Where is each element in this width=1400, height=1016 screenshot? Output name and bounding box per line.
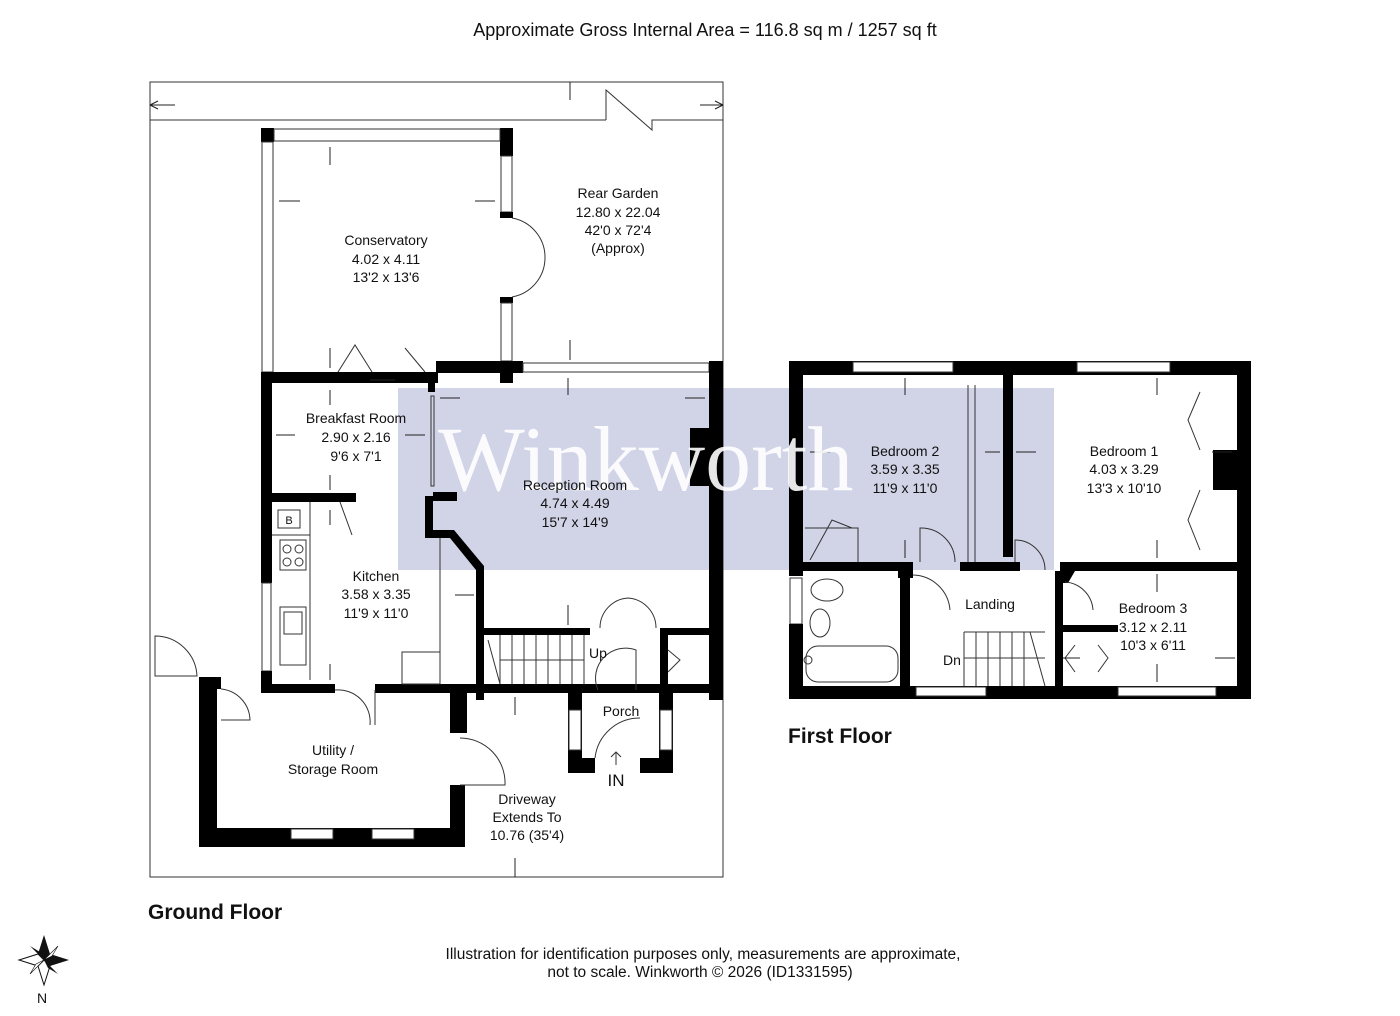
ground-floor-title: Ground Floor — [148, 901, 282, 924]
svg-text:11'9 x 11'0: 11'9 x 11'0 — [344, 605, 409, 621]
first-floor-plan — [789, 361, 1251, 699]
first-stairs — [963, 631, 1046, 687]
stairs-up-label: Up — [589, 645, 607, 661]
svg-text:Bedroom 2: Bedroom 2 — [871, 443, 940, 459]
north-label: N — [37, 990, 47, 1006]
svg-text:2.90 x 2.16: 2.90 x 2.16 — [321, 429, 390, 445]
svg-text:4.74 x 4.49: 4.74 x 4.49 — [540, 495, 609, 511]
kitchen-label: Kitchen 3.58 x 3.35 11'9 x 11'0 — [341, 568, 410, 621]
svg-text:Bedroom 3: Bedroom 3 — [1119, 600, 1188, 616]
watermark-text: Winkworth — [438, 408, 853, 510]
svg-text:4.03 x 3.29: 4.03 x 3.29 — [1089, 461, 1158, 477]
svg-text:Utility /: Utility / — [312, 742, 354, 758]
breakfast-room-label: Breakfast Room 2.90 x 2.16 9'6 x 7'1 — [306, 410, 406, 464]
disclaimer-line-2: not to scale. Winkworth © 2026 (ID133159… — [547, 964, 852, 981]
svg-text:Storage Room: Storage Room — [288, 761, 378, 777]
svg-text:Rear Garden: Rear Garden — [578, 185, 659, 201]
watermark-band — [398, 388, 1054, 570]
stairs-down-label: Dn — [943, 652, 961, 668]
svg-text:3.12 x 2.11: 3.12 x 2.11 — [1119, 619, 1187, 635]
svg-text:3.59 x 3.35: 3.59 x 3.35 — [870, 461, 939, 477]
svg-text:Kitchen: Kitchen — [353, 568, 400, 584]
svg-text:Conservatory: Conservatory — [344, 232, 427, 248]
svg-text:(Approx): (Approx) — [591, 240, 645, 256]
compass-icon — [17, 935, 69, 987]
svg-text:Extends To: Extends To — [492, 809, 561, 825]
svg-text:10.76 (35'4): 10.76 (35'4) — [490, 827, 564, 843]
entrance-label: IN — [608, 771, 625, 790]
first-dimension-arrows — [810, 378, 1235, 682]
svg-text:15'7 x 14'9: 15'7 x 14'9 — [542, 514, 609, 530]
svg-text:10'3 x 6'11: 10'3 x 6'11 — [1120, 637, 1186, 653]
utility-room-label: Utility / Storage Room — [288, 742, 378, 777]
svg-text:4.02 x 4.11: 4.02 x 4.11 — [352, 251, 420, 267]
bedroom-3-label: Bedroom 3 3.12 x 2.11 10'3 x 6'11 — [1119, 600, 1188, 653]
conservatory-label: Conservatory 4.02 x 4.11 13'2 x 13'6 — [344, 232, 427, 285]
porch-label: Porch — [603, 703, 640, 719]
svg-text:Breakfast Room: Breakfast Room — [306, 410, 406, 426]
svg-text:13'2 x 13'6: 13'2 x 13'6 — [353, 269, 420, 285]
svg-text:13'3 x 10'10: 13'3 x 10'10 — [1087, 480, 1162, 496]
rear-garden-label: Rear Garden 12.80 x 22.04 42'0 x 72'4 (A… — [576, 185, 661, 256]
svg-text:12.80 x 22.04: 12.80 x 22.04 — [576, 204, 661, 220]
svg-text:42'0 x 72'4: 42'0 x 72'4 — [585, 222, 652, 238]
bedroom-2-label: Bedroom 2 3.59 x 3.35 11'9 x 11'0 — [870, 443, 939, 496]
svg-text:9'6 x 7'1: 9'6 x 7'1 — [330, 448, 381, 464]
bedroom-1-label: Bedroom 1 4.03 x 3.29 13'3 x 10'10 — [1087, 443, 1162, 496]
svg-text:3.58 x 3.35: 3.58 x 3.35 — [341, 586, 410, 602]
first-floor-title: First Floor — [788, 725, 892, 748]
ground-stairs — [487, 635, 585, 685]
reception-room-label: Reception Room 4.74 x 4.49 15'7 x 14'9 — [523, 477, 627, 530]
landing-label: Landing — [965, 596, 1015, 612]
ground-floor-plan — [149, 81, 724, 878]
svg-text:Bedroom 1: Bedroom 1 — [1090, 443, 1159, 459]
svg-text:Driveway: Driveway — [498, 791, 556, 807]
driveway-label: Driveway Extends To 10.76 (35'4) — [490, 791, 564, 843]
ground-dimension-arrows — [276, 147, 705, 715]
gross-area-text: Approximate Gross Internal Area = 116.8 … — [473, 20, 936, 40]
svg-text:11'9 x 11'0: 11'9 x 11'0 — [873, 480, 938, 496]
svg-text:Reception Room: Reception Room — [523, 477, 627, 493]
boiler-marker: B — [285, 515, 292, 527]
disclaimer-line-1: Illustration for identification purposes… — [446, 946, 961, 963]
